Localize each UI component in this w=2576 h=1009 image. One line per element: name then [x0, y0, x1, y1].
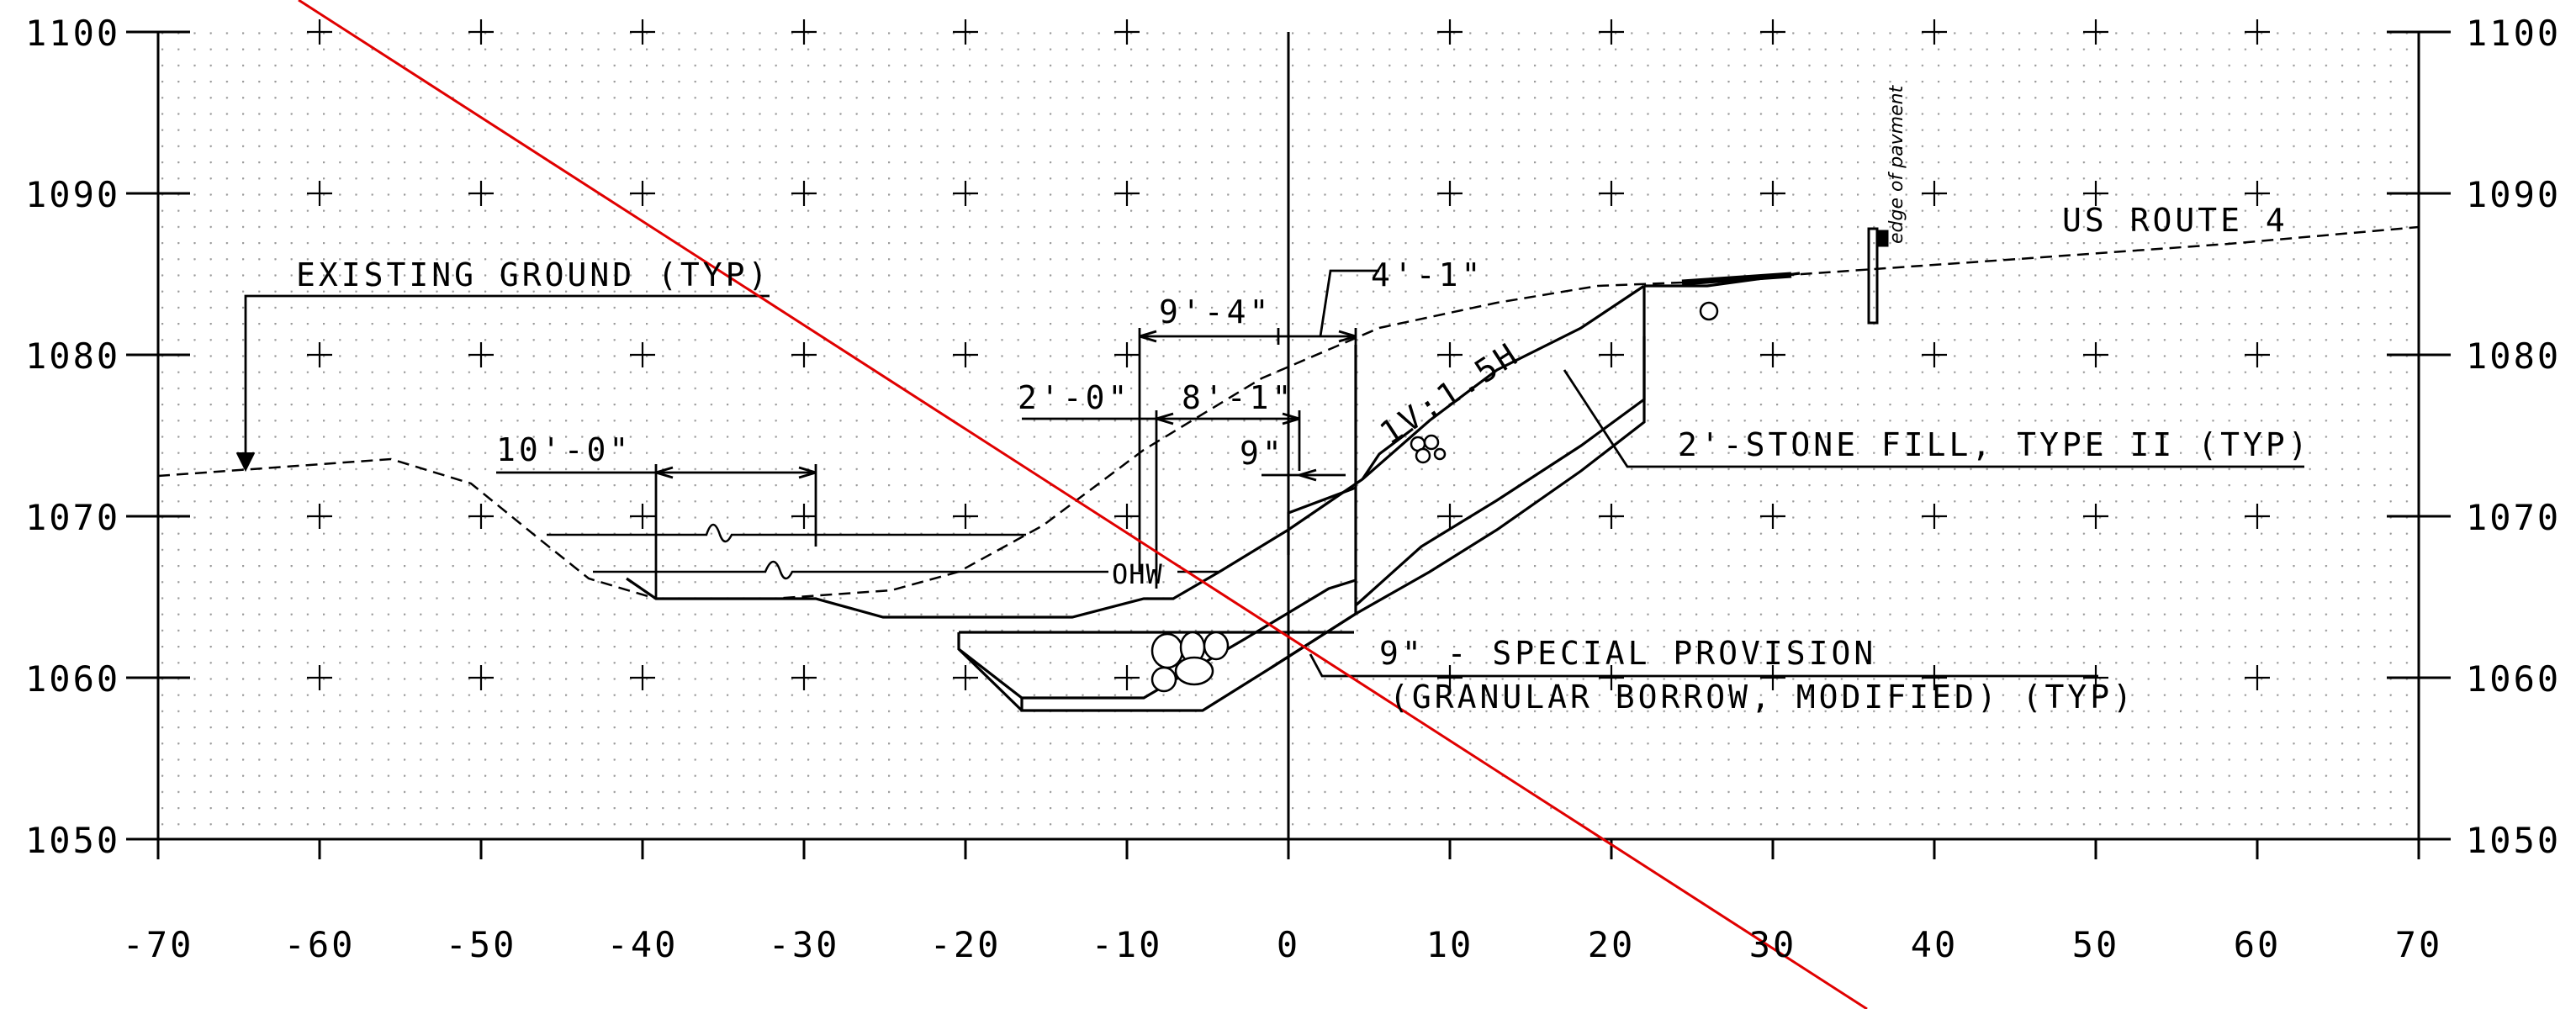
label-dim-4-1: 4'-1" — [1371, 256, 1484, 293]
label-special-provision-1: 9" - SPECIAL PROVISION — [1379, 635, 1876, 672]
channel-structure — [626, 272, 1801, 712]
x-tick--40: -40 — [607, 924, 679, 965]
x-tick--70: -70 — [123, 924, 194, 965]
label-existing-ground: EXISTING GROUND (TYP) — [296, 256, 770, 293]
y-tick-left-1090: 1090 — [25, 174, 120, 215]
label-dim-9-4: 9'-4" — [1159, 293, 1272, 330]
y-tick-left-1060: 1060 — [25, 658, 120, 700]
x-tick-30: 30 — [1749, 924, 1797, 965]
bottom-x-ticks — [156, 839, 2420, 859]
edge-of-pavement-marker — [1867, 227, 1889, 325]
x-tick-50: 50 — [2072, 924, 2120, 965]
label-special-provision-2: (GRANULAR BORROW, MODIFIED) (TYP) — [1389, 679, 2135, 716]
red-diagonal-line — [298, 0, 1868, 1009]
right-y-ticks — [2387, 30, 2451, 841]
y-tick-right-1100: 1100 — [2466, 13, 2561, 54]
y-tick-left-1050: 1050 — [25, 820, 120, 861]
x-tick-10: 10 — [1426, 924, 1474, 965]
stones — [1150, 301, 1719, 693]
edge-of-pavement-label: edge of pavment — [1886, 84, 1907, 244]
x-tick--60: -60 — [284, 924, 356, 965]
x-tick-60: 60 — [2234, 924, 2282, 965]
y-tick-left-1080: 1080 — [25, 335, 120, 377]
x-tick-0: 0 — [1277, 924, 1300, 965]
y-tick-right-1050: 1050 — [2466, 820, 2561, 861]
label-ohw: OHW — [1112, 558, 1163, 590]
y-tick-right-1090: 1090 — [2466, 174, 2561, 215]
label-us-route: US ROUTE 4 — [2062, 202, 2288, 239]
ohw-lines — [547, 523, 1219, 580]
x-tick-70: 70 — [2395, 924, 2443, 965]
y-tick-right-1070: 1070 — [2466, 497, 2561, 538]
y-tick-right-1060: 1060 — [2466, 658, 2561, 700]
x-tick--50: -50 — [446, 924, 517, 965]
x-tick-20: 20 — [1588, 924, 1636, 965]
y-tick-left-1070: 1070 — [25, 497, 120, 538]
dimension-lines — [235, 269, 2304, 678]
label-dim-10-0: 10'-0" — [496, 431, 632, 468]
label-dim-2-0: 2'-0" — [1018, 379, 1130, 416]
label-dim-9in: 9" — [1240, 435, 1285, 472]
x-tick--10: -10 — [1092, 924, 1163, 965]
x-tick--20: -20 — [930, 924, 1002, 965]
y-tick-right-1080: 1080 — [2466, 335, 2561, 377]
label-dim-8-1: 8'-1" — [1182, 379, 1294, 416]
grid-cross-markers — [307, 19, 2270, 690]
y-tick-left-1100: 1100 — [25, 13, 120, 54]
x-tick-40: 40 — [1911, 924, 1959, 965]
x-tick--30: -30 — [769, 924, 840, 965]
label-stone-fill: 2'-STONE FILL, TYPE II (TYP) — [1678, 426, 2311, 463]
